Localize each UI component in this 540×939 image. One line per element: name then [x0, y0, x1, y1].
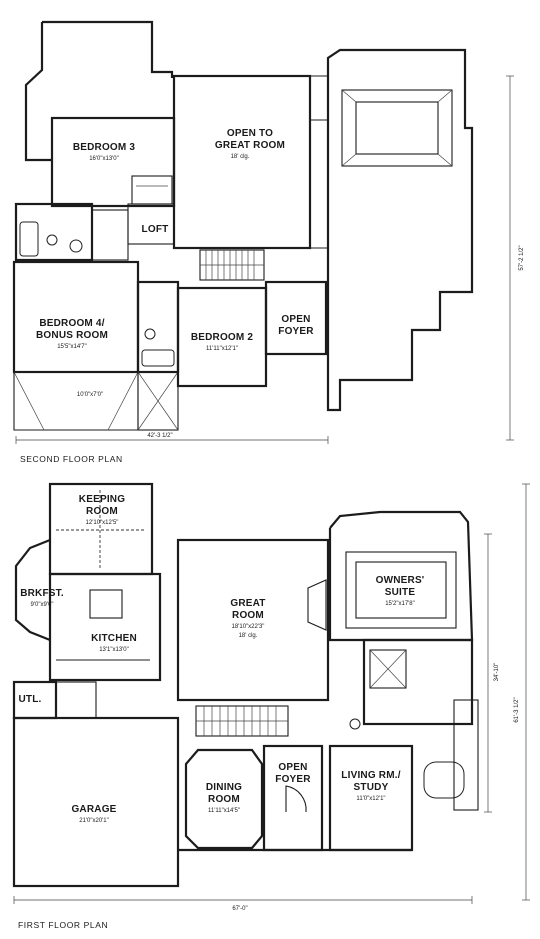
first-floor-inner-depth: 34'-10" [494, 663, 500, 682]
keeping-room-label: ROOM [86, 506, 118, 517]
kitchen-walls [48, 572, 162, 682]
foyer-lower-label: FOYER [275, 774, 311, 785]
skylight-outer [341, 89, 453, 167]
front-door-swing [285, 785, 307, 813]
powder-toilet [349, 718, 361, 730]
tub [19, 221, 39, 257]
brkfst-size: 9'0"x9'0" [31, 602, 54, 608]
kitchen-label: KITCHEN [91, 633, 137, 644]
second-floor-caption: SECOND FLOOR PLAN [20, 454, 123, 464]
owners-size: 15'2"x17'8" [385, 601, 415, 607]
open-foyer-lower-label: OPEN [278, 762, 307, 773]
fireplace [307, 579, 327, 631]
bedroom3-bay-angled-wall [24, 22, 52, 162]
great-size: 18'10"x22'3" [232, 624, 265, 630]
toilet [69, 239, 83, 253]
loft-area [127, 203, 175, 245]
dining-label: DINING [206, 782, 242, 793]
skylight-inner [355, 101, 439, 155]
garage-label: GARAGE [71, 804, 116, 815]
owners-bath-walls [362, 638, 474, 726]
first-floor-caption: FIRST FLOOR PLAN [18, 920, 108, 930]
open-to-great-room-walls [172, 74, 312, 250]
utl-label: UTL. [18, 694, 41, 705]
great-room-upper-label: GREAT ROOM [215, 140, 285, 151]
great-label: GREAT [230, 598, 265, 609]
great-ceiling: 18' clg. [239, 633, 258, 639]
bedroom2-label: BEDROOM 2 [191, 332, 254, 343]
tray-ceiling-outer [345, 551, 457, 629]
sink [46, 234, 58, 246]
garden-tub [423, 761, 465, 799]
bedroom2-size: 11'11"x12'1" [206, 346, 238, 352]
first-floor-width: 67'-0" [232, 906, 247, 912]
bedroom3-closet [131, 175, 173, 205]
brkfst-label: BRKFST. [20, 588, 64, 599]
stair-upper [199, 249, 265, 281]
bedroom4-label: BEDROOM 4/ [39, 318, 104, 329]
keeping-size: 12'10"x12'5" [86, 520, 119, 526]
toilet-2 [144, 328, 156, 340]
tray-ceiling-inner [355, 561, 447, 619]
owners-label: OWNERS' [376, 575, 425, 586]
roof-outline [326, 48, 474, 412]
breakfast-bay [14, 538, 51, 642]
bedroom3-label: BEDROOM 3 [73, 142, 136, 153]
second-floor-width: 42'-3 1/2" [147, 433, 172, 439]
open-foyer-upper-label: OPEN [281, 314, 310, 325]
garage-size: 21'0"x20'1" [79, 818, 109, 824]
great-room-label: ROOM [232, 610, 264, 621]
dining-room-label: ROOM [208, 794, 240, 805]
foyer-upper-label: FOYER [278, 326, 314, 337]
living-size: 11'0"x12'1" [356, 796, 385, 802]
bedroom4-walls [12, 260, 140, 374]
bedroom4-size: 15'5"x14'7" [57, 344, 87, 350]
owners-suite-walls [328, 510, 474, 642]
kitchen-size: 13'1"x13'0" [99, 647, 129, 653]
bedroom3-walls [50, 116, 176, 208]
bedroom3-size: 16'0"x13'0" [89, 156, 119, 162]
great-room-ceiling: 18' clg. [231, 154, 250, 160]
second-floor-plan: BEDROOM 3 16'0"x13'0" OPEN TO GREAT ROOM… [12, 20, 525, 464]
living-label: LIVING RM./ [341, 770, 400, 781]
bonus-room-label: BONUS ROOM [36, 330, 108, 341]
loft-label: LOFT [142, 224, 169, 235]
great-room-walls [176, 538, 330, 702]
study-label: STUDY [354, 782, 389, 793]
dining-room-walls [184, 748, 264, 850]
keeping-label: KEEPING [79, 494, 125, 505]
first-floor-plan: KEEPING ROOM 12'10"x12'5" BRKFST. 9'0"x9… [12, 482, 530, 930]
bedroom4-lower-closet [13, 371, 139, 431]
open-foyer-upper-walls [264, 280, 328, 356]
tub-2 [141, 349, 175, 367]
garage-walls [12, 716, 180, 888]
kitchen-island [89, 589, 123, 619]
open-to-label: OPEN TO [227, 128, 273, 139]
suite-label: SUITE [385, 587, 416, 598]
second-floor-depth: 57'-2 1/2" [519, 245, 525, 270]
closet-size: 10'0"x7'0" [77, 392, 103, 398]
first-floor-depth: 61'-3 1/2" [514, 697, 520, 722]
bedroom3-bay-wall [42, 20, 174, 78]
dining-size: 11'11"x14'5" [208, 808, 240, 814]
stair-lower [195, 705, 289, 737]
